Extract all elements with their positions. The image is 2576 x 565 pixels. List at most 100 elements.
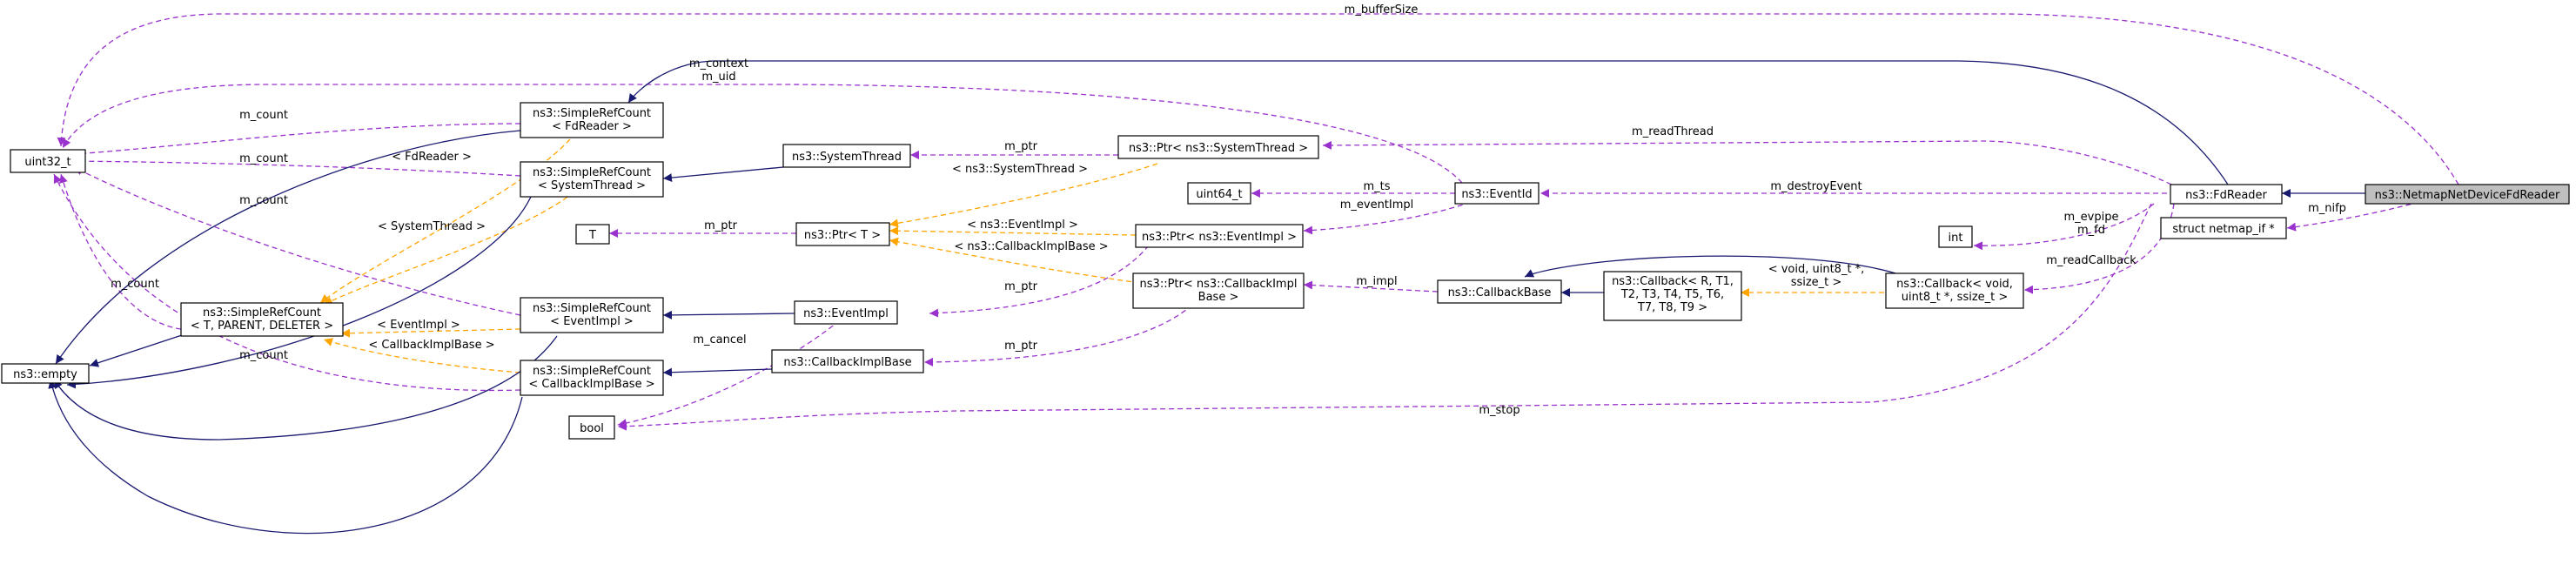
edge-m-count-tpd <box>59 173 182 330</box>
edge-srefc-fdreader-to-empty <box>55 130 521 365</box>
svg-text:uint64_t: uint64_t <box>1196 188 1242 201</box>
node-simplerefcount-tpd[interactable]: ns3::SimpleRefCount< T, PARENT, DELETER … <box>180 302 344 337</box>
node-eventid[interactable]: ns3::EventId <box>1454 182 1540 205</box>
svg-text:ns3::EventId: ns3::EventId <box>1461 188 1532 201</box>
node-simplerefcount-fdreader[interactable]: ns3::SimpleRefCount< FdReader > <box>520 102 664 138</box>
text-line: < FdReader > <box>552 120 632 133</box>
text-line: m_readCallback <box>2046 254 2137 267</box>
edge-systhread-to-srefc-systhread <box>662 166 784 183</box>
node-uint64-t[interactable]: uint64_t <box>1187 182 1251 205</box>
node-callback-generic[interactable]: ns3::Callback< R, T1,T2, T3, T4, T5, T6,… <box>1603 271 1742 321</box>
label-m-nifp: m_nifp <box>2308 202 2346 215</box>
node-int[interactable]: int <box>1938 225 1973 248</box>
text-line: ns3::EventId <box>1461 188 1532 201</box>
node-uint32-t[interactable]: uint32_t <box>10 149 86 173</box>
edge-m-eventImpl <box>1303 201 1472 235</box>
edges-template <box>319 138 1884 373</box>
edge-tpl-ptr-systhread <box>889 163 1158 228</box>
svg-text:ns3::Callback< void,uint8_t *,: ns3::Callback< void,uint8_t *, ssize_t > <box>1896 278 2013 304</box>
text-line: ns3::Ptr< ns3::SystemThread > <box>1129 142 1308 155</box>
label-tpl-systhread-srefc: < SystemThread > <box>378 220 486 233</box>
node-simplerefcount-callbackimplbase[interactable]: ns3::SimpleRefCount< CallbackImplBase > <box>520 360 664 396</box>
text-line: m_ptr <box>1004 280 1038 293</box>
node-simplerefcount-systemthread[interactable]: ns3::SimpleRefCount< SystemThread > <box>520 161 664 198</box>
label-m-ptr-systhread: m_ptr <box>1004 140 1038 153</box>
text-line: ns3::SimpleRefCount <box>533 365 651 378</box>
svg-text:int: int <box>1949 232 1963 245</box>
text-line: ns3::SystemThread <box>792 151 902 164</box>
node-systemthread[interactable]: ns3::SystemThread <box>782 144 911 168</box>
label-m-count-fdreader: m_count <box>239 109 288 122</box>
edge-tpl-systhread-srefc <box>323 191 575 306</box>
edge-srefc-cbimplbase-to-empty <box>48 379 523 535</box>
svg-text:uint32_t: uint32_t <box>24 156 70 169</box>
text-line: ssize_t > <box>1791 276 1842 289</box>
text-line: ns3::NetmapNetDeviceFdReader <box>2375 189 2560 202</box>
node-T[interactable]: T <box>575 224 610 245</box>
text-line: < SystemThread > <box>378 220 486 233</box>
edge-eventimpl-to-srefc-eventimpl <box>662 310 795 319</box>
node-ptr-T[interactable]: ns3::Ptr< T > <box>795 222 890 246</box>
svg-text:T: T <box>588 229 596 242</box>
text-line: m_count <box>239 152 288 165</box>
svg-text:ns3::SimpleRefCount< T, PARENT: ns3::SimpleRefCount< T, PARENT, DELETER … <box>191 306 333 333</box>
text-line: m_stop <box>1479 404 1519 417</box>
svg-text:ns3::Ptr< T >: ns3::Ptr< T > <box>804 229 881 242</box>
text-line: m_readThread <box>1632 125 1714 138</box>
node-simplerefcount-eventimpl[interactable]: ns3::SimpleRefCount< EventImpl > <box>520 297 664 333</box>
text-line: ns3::Ptr< T > <box>804 229 881 242</box>
text-line: m_uid <box>701 71 735 84</box>
text-line: uint64_t <box>1196 188 1242 201</box>
label-tpl-cbimplbase-srefc: < CallbackImplBase > <box>368 339 494 352</box>
text-line: < ns3::SystemThread > <box>952 163 1088 176</box>
edge-tpl-ptr-cbimplbase <box>889 237 1141 284</box>
node-netmap-if-ptr[interactable]: struct netmap_if * <box>2160 217 2287 239</box>
text-line: ns3::CallbackImplBase <box>783 356 911 369</box>
node-ptr-systemthread[interactable]: ns3::Ptr< ns3::SystemThread > <box>1117 135 1319 159</box>
node-bool[interactable]: bool <box>568 415 615 440</box>
text-line: m_nifp <box>2308 202 2346 215</box>
text-line: < void, uint8_t *, <box>1768 263 1865 276</box>
text-line: ns3::CallbackBase <box>1448 286 1552 299</box>
label-m-ptr-T: m_ptr <box>704 219 738 232</box>
node-callback-void[interactable]: ns3::Callback< void,uint8_t *, ssize_t > <box>1885 272 2024 309</box>
text-line: uint8_t *, ssize_t > <box>1902 291 2009 304</box>
svg-text:bool: bool <box>580 422 604 435</box>
text-line: ns3::SimpleRefCount <box>533 107 651 120</box>
edge-m-impl <box>1303 280 1439 293</box>
text-line: < CallbackImplBase > <box>528 378 654 391</box>
node-ptr-eventimpl[interactable]: ns3::Ptr< ns3::EventImpl > <box>1135 224 1304 248</box>
text-line: < FdReader > <box>392 151 472 164</box>
text-line: m_ptr <box>1004 340 1038 353</box>
edge-m-nifp <box>2286 201 2420 232</box>
node-netmap-net-device-fdreader[interactable]: ns3::NetmapNetDeviceFdReader <box>2365 184 2570 205</box>
label-tpl-fdreader: < FdReader > <box>392 151 472 164</box>
edge-m-count-eventimpl <box>73 166 521 316</box>
edge-cbimplbase-to-srefc-cbimplbase <box>662 367 773 377</box>
node-callbackbase[interactable]: ns3::CallbackBase <box>1437 279 1562 304</box>
svg-text:ns3::EventImpl: ns3::EventImpl <box>803 307 889 320</box>
node-callbackimplbase[interactable]: ns3::CallbackImplBase <box>771 349 924 373</box>
label-m-count-eventimpl: m_count <box>239 194 288 207</box>
node-empty[interactable]: ns3::empty <box>1 363 90 384</box>
edge-tpl-ptr-eventimpl <box>889 226 1137 236</box>
svg-text:ns3::SimpleRefCount< FdReader: ns3::SimpleRefCount< FdReader > <box>533 107 651 133</box>
text-line: m_fd <box>2077 224 2105 237</box>
text-line: < EventImpl > <box>550 315 634 328</box>
node-eventimpl[interactable]: ns3::EventImpl <box>794 300 898 325</box>
label-m-count-cbimplbase: m_count <box>239 349 288 362</box>
edge-m-ptr-cbimplbase <box>923 304 1193 367</box>
label-tpl-ptr-eventimpl: < ns3::EventImpl > <box>967 219 1078 232</box>
edge-m-context-uid <box>62 84 1463 184</box>
text-line: ns3::SimpleRefCount <box>203 306 321 319</box>
text-line: ns3::Ptr< ns3::EventImpl > <box>1142 231 1297 244</box>
node-fdreader[interactable]: ns3::FdReader <box>2170 184 2283 205</box>
text-line: ns3::Callback< void, <box>1896 278 2013 291</box>
edges-inheritance <box>48 60 2365 535</box>
text-line: T <box>588 229 596 242</box>
edge-callback-void-to-callbackbase <box>1524 255 1915 281</box>
